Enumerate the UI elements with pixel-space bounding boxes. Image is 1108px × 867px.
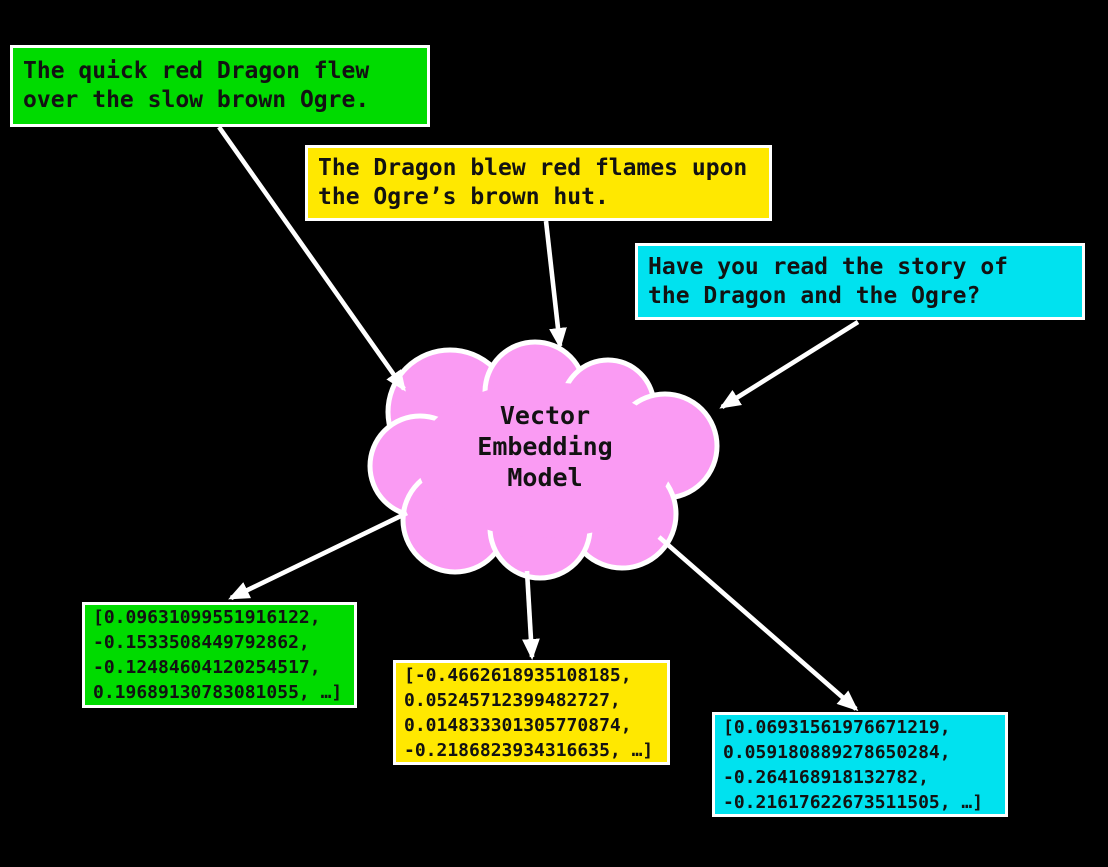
vector-line: 0.05245712399482727, — [404, 689, 621, 711]
embedding-model-cloud — [367, 339, 720, 581]
vector-line: 0.19689130783081055, …] — [93, 682, 343, 703]
sentence-line: Have you read the story of — [648, 253, 1009, 280]
vector-line: 0.059180889278650284, — [723, 741, 951, 763]
model-label: Vector Embedding Model — [395, 400, 695, 493]
arrow-sentence2-to-model — [543, 220, 567, 350]
input-sentence-3: Have you read the story of the Dragon an… — [635, 243, 1085, 320]
cloud-body — [417, 382, 673, 538]
vector-line: -0.2186823934316635, …] — [404, 739, 654, 761]
arrows — [217, 125, 860, 712]
sentence-line: over the slow brown Ogre. — [23, 87, 370, 113]
vector-line: [0.06931561976671219, — [723, 716, 951, 738]
vector-line: -0.21617622673511505, …] — [723, 791, 984, 813]
model-label-line: Model — [507, 463, 583, 492]
sentence-line: the Ogre’s brown hut. — [318, 184, 609, 210]
vector-line: 0.014833301305770874, — [404, 714, 632, 736]
model-label-line: Vector — [499, 401, 591, 430]
vector-line: -0.264168918132782, — [723, 766, 929, 788]
sentence-line: The quick red Dragon flew — [23, 58, 370, 84]
input-sentence-2: The Dragon blew red flames upon the Ogre… — [305, 145, 772, 221]
vector-line: [-0.4662618935108185, — [404, 664, 632, 686]
input-sentence-1: The quick red Dragon flew over the slow … — [10, 45, 430, 127]
arrow-sentence1-to-model — [217, 125, 406, 392]
vector-line: -0.1533508449792862, — [93, 632, 310, 653]
output-vector-1: [0.09631099551916122, -0.153350844979286… — [82, 602, 357, 708]
model-label-line: Embedding — [477, 432, 613, 461]
vector-line: -0.12484604120254517, — [93, 657, 321, 678]
output-vector-2: [-0.4662618935108185, 0.0524571239948272… — [393, 660, 670, 765]
sentence-line: The Dragon blew red flames upon — [318, 155, 748, 181]
vector-line: [0.09631099551916122, — [93, 607, 321, 628]
arrow-model-to-vector3 — [657, 535, 859, 712]
output-vector-3: [0.06931561976671219, 0.0591808892786502… — [712, 712, 1008, 817]
arrow-model-to-vector1 — [228, 510, 409, 601]
arrow-model-to-vector2 — [522, 570, 540, 661]
arrow-sentence3-to-model — [719, 320, 860, 409]
sentence-line: the Dragon and the Ogre? — [648, 282, 981, 309]
